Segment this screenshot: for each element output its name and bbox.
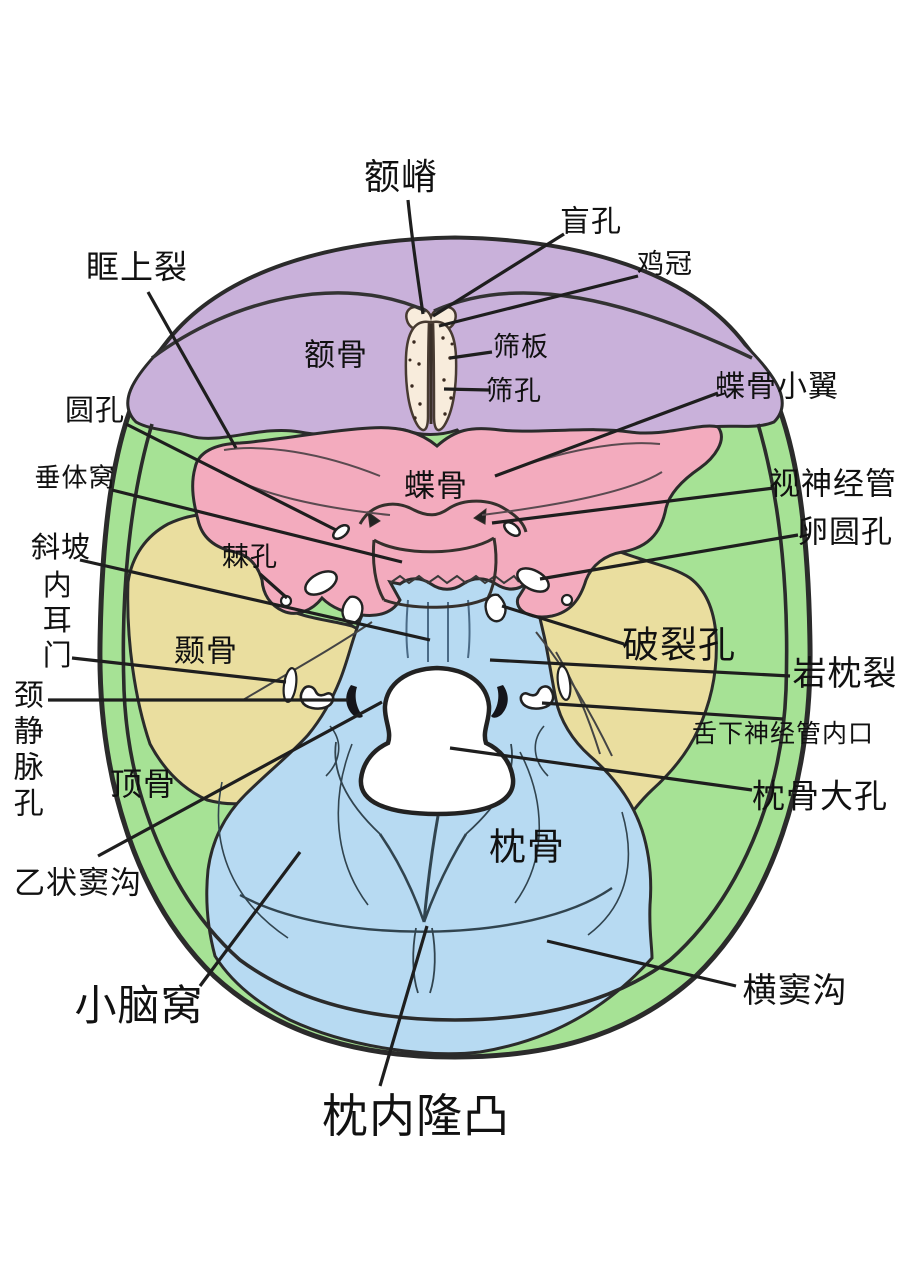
- inner-table-outline: [121, 423, 789, 1022]
- orbital-roof-curves: [150, 291, 753, 360]
- leader-crista-galli: [438, 274, 639, 328]
- leader-transverse-sinus-groove: [546, 939, 737, 988]
- optic-canal-right: [503, 520, 521, 538]
- label-sigmoid-sinus-groove: 乙状窦沟: [14, 865, 142, 901]
- label-cribriform-plate: 筛板: [493, 331, 549, 362]
- label-internal-occipital-protuberance: 枕内隆凸: [322, 1090, 510, 1142]
- label-hypophyseal-fossa: 垂体窝: [34, 463, 116, 493]
- leader-lines: [48, 199, 799, 1087]
- leader-foramen-cecum: [432, 232, 565, 318]
- foramen-ovale-right: [516, 567, 550, 593]
- leader-foramen-magnum: [449, 746, 753, 792]
- leader-cribriform-foramina: [443, 387, 490, 392]
- label-occipital-bone: 枕骨: [489, 827, 565, 869]
- label-foramen-lacerum: 破裂孔: [622, 625, 736, 667]
- leader-foramen-rotundum: [125, 422, 337, 532]
- leader-cerebellar-fossa: [198, 851, 302, 987]
- leader-superior-orbital-fissure: [146, 291, 238, 449]
- foramen-magnum-shape: [358, 665, 516, 817]
- label-hypoglossal-canal: 舌下神经管内口: [691, 720, 875, 748]
- leader-hypoglossal-canal: [541, 701, 784, 721]
- leader-sigmoid-sinus-groove: [97, 700, 383, 858]
- label-foramen-spinosum: 棘孔: [222, 541, 278, 572]
- leader-lesser-wing: [494, 391, 719, 478]
- foramen-ovale-left: [304, 570, 338, 596]
- label-lesser-wing-sphenoid: 蝶骨小翼: [715, 370, 839, 404]
- label-cerebellar-fossa: 小脑窝: [74, 983, 204, 1030]
- foramen-lacerum-right: [484, 593, 507, 623]
- jugular-foramen-left: [346, 685, 363, 718]
- label-foramen-ovale: 卵圆孔: [797, 514, 893, 550]
- leader-foramen-ovale: [539, 533, 799, 581]
- spheno-occipital-suture: [389, 574, 520, 585]
- label-frontal-bone: 额骨: [304, 337, 368, 373]
- leader-foramen-lacerum: [501, 604, 625, 646]
- label-temporal-bone: 颞骨: [174, 633, 238, 669]
- occipital-ridges: [217, 725, 630, 994]
- leader-cribriform-plate: [449, 350, 493, 360]
- label-cribriform-foramina: 筛孔: [486, 375, 542, 406]
- leader-petro-occipital-fissure: [489, 658, 791, 678]
- hypoglossal-canal-left: [299, 685, 335, 710]
- foramen-spinosum-right: [560, 593, 574, 607]
- label-petro-occipital-fissure: 岩枕裂: [792, 656, 898, 694]
- leader-internal-acoustic-meatus: [71, 656, 287, 684]
- label-foramen-rotundum: 圆孔: [64, 394, 126, 427]
- leader-clivus: [79, 558, 431, 642]
- leader-internal-occipital-protuberance: [378, 925, 429, 1087]
- sella-turcica: [358, 499, 528, 609]
- label-foramen-magnum: 枕骨大孔: [752, 779, 888, 816]
- ethmoid-complex: [404, 305, 458, 432]
- leader-optic-canal: [491, 486, 775, 525]
- label-internal-acoustic-meatus: 内耳门: [38, 569, 71, 675]
- internal-acoustic-meatus-left: [282, 667, 298, 703]
- label-parietal-bone: 顶骨: [109, 766, 177, 803]
- cribriform-foramina-dots: [408, 336, 454, 420]
- label-transverse-sinus-groove: 横窦沟: [742, 973, 848, 1011]
- label-optic-canal: 视神经管: [769, 466, 897, 502]
- label-sphenoid-bone: 蝶骨: [404, 468, 468, 504]
- optic-canal-left: [332, 523, 350, 541]
- label-frontal-crest: 额嵴: [363, 157, 439, 198]
- label-superior-orbital-fissure: 眶上裂: [86, 250, 188, 287]
- label-foramen-cecum: 盲孔: [560, 205, 622, 239]
- label-jugular-foramen: 颈静脉孔: [8, 679, 42, 823]
- internal-acoustic-meatus-right: [556, 665, 572, 701]
- leader-hypophyseal-fossa: [111, 488, 403, 564]
- jugular-foramen-right: [491, 685, 508, 718]
- label-crista-galli: 鸡冠: [637, 248, 693, 279]
- leader-frontal-crest: [406, 199, 425, 315]
- leader-foramen-spinosum: [258, 572, 289, 600]
- label-clivus: 斜坡: [30, 531, 92, 564]
